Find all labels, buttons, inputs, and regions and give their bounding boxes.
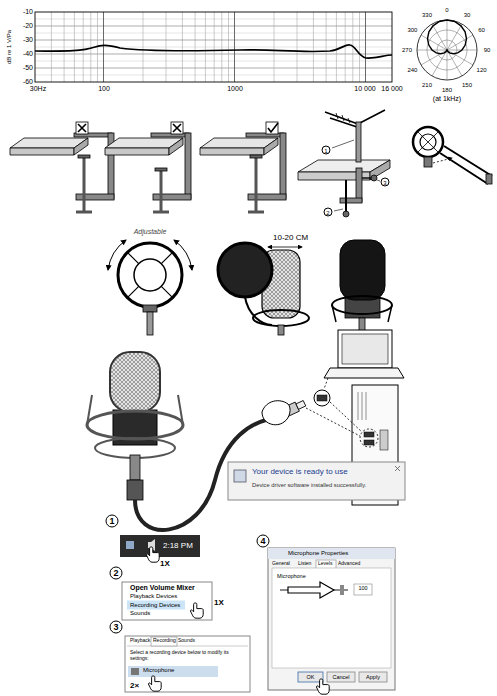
angle-label: 60 bbox=[478, 27, 485, 34]
angle-label: 150 bbox=[462, 81, 472, 88]
step-number: 2 bbox=[110, 567, 123, 580]
angle-label: 0 bbox=[445, 7, 448, 14]
level-value: 100 bbox=[358, 585, 367, 591]
callout-number: 2 bbox=[324, 208, 333, 217]
polar-pattern bbox=[417, 20, 477, 80]
window-title: Microphone Properties bbox=[288, 550, 348, 557]
click-count: 2× bbox=[130, 681, 139, 690]
response-chart bbox=[35, 12, 392, 82]
sound-dialog bbox=[125, 636, 250, 692]
step-number: 4 bbox=[257, 535, 270, 548]
popup-text: Device driver software installed success… bbox=[252, 482, 366, 489]
windscreen-figure bbox=[332, 240, 392, 335]
connection-figure bbox=[87, 330, 405, 530]
angle-label: 180 bbox=[442, 87, 452, 94]
tab-label: Recording bbox=[153, 638, 176, 644]
menu-item: Open Volume Mixer bbox=[130, 584, 195, 592]
pop-filter-figure bbox=[218, 243, 309, 335]
slider-label: Microphone bbox=[277, 573, 306, 579]
angle-label: 210 bbox=[422, 81, 432, 88]
device-name: Microphone bbox=[143, 667, 174, 674]
menu-item: Playback Devices bbox=[130, 593, 177, 600]
chart-note: (at 1kHz) bbox=[433, 95, 461, 103]
shock-mount bbox=[108, 240, 192, 335]
angle-label: 30 bbox=[464, 12, 471, 19]
button-label: OK bbox=[307, 674, 315, 680]
axis-title: dB re 1 V/Pa bbox=[6, 30, 13, 64]
mount-on-arm bbox=[413, 127, 492, 184]
angle-label: 330 bbox=[422, 12, 432, 19]
tab-label: Advanced bbox=[338, 561, 360, 567]
angle-label: 240 bbox=[407, 67, 417, 74]
menu-item: Sounds bbox=[130, 610, 150, 617]
boom-arm-figure bbox=[298, 110, 390, 217]
axis-tick: 10 000 bbox=[354, 85, 375, 93]
click-count: 1X bbox=[214, 598, 224, 607]
step-number: 1 bbox=[106, 515, 119, 528]
popup-title: Your device is ready to use bbox=[252, 467, 348, 476]
button-label: Apply bbox=[366, 674, 380, 680]
axis-tick: -30 bbox=[23, 36, 33, 44]
menu-item: Recording Devices bbox=[130, 602, 180, 609]
angle-label: 120 bbox=[477, 67, 487, 74]
clamp-figure bbox=[105, 122, 191, 212]
taskbar-screenshot bbox=[120, 535, 200, 562]
click-count: 1X bbox=[160, 559, 170, 568]
axis-tick: 30Hz bbox=[30, 85, 46, 93]
clock-text: 2:18 PM bbox=[163, 541, 193, 550]
note-label: Adjustable bbox=[134, 228, 167, 236]
axis-tick: 100 bbox=[98, 85, 110, 93]
axis-tick: 1000 bbox=[227, 85, 243, 93]
axis-tick: -60 bbox=[23, 78, 33, 86]
dimension-label: 10-20 CM bbox=[273, 233, 308, 242]
axis-tick: -40 bbox=[23, 50, 33, 58]
dialog-text: Select a recording device below to modif… bbox=[130, 650, 245, 662]
tab-label: Sounds bbox=[178, 638, 195, 644]
tab-label: Playback bbox=[130, 638, 150, 644]
angle-label: 90 bbox=[484, 47, 491, 54]
tab-label: Levels bbox=[318, 561, 332, 567]
callout-number: 1 bbox=[322, 146, 331, 155]
axis-tick: -20 bbox=[23, 22, 33, 30]
callout-number: 3 bbox=[381, 178, 390, 187]
clamp-figure bbox=[10, 122, 114, 212]
axis-tick: 16 000 bbox=[381, 85, 402, 93]
button-label: Cancel bbox=[332, 674, 349, 680]
context-menu bbox=[122, 582, 212, 620]
angle-label: 270 bbox=[402, 47, 412, 54]
tab-label: General bbox=[272, 561, 290, 567]
axis-tick: -50 bbox=[23, 64, 33, 72]
step-number: 3 bbox=[110, 621, 123, 634]
properties-window bbox=[268, 548, 395, 694]
axis-tick: -10 bbox=[23, 8, 33, 16]
angle-label: 300 bbox=[407, 27, 417, 34]
tab-label: Listen bbox=[298, 561, 311, 567]
clamp-figure bbox=[200, 122, 286, 212]
